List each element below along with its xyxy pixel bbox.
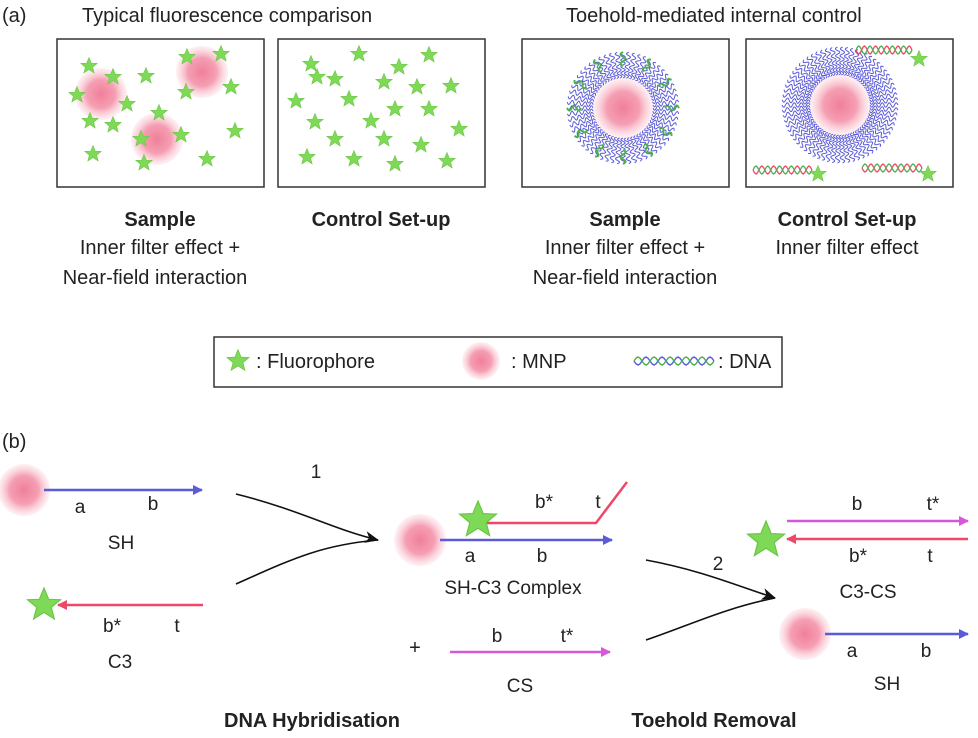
dna-corona bbox=[566, 51, 680, 165]
free-duplex-right bbox=[861, 163, 937, 182]
caption-line1-3: Inner filter effect + bbox=[545, 237, 705, 259]
sh-c3-complex: b* t a b SH-C3 Complex bbox=[394, 481, 628, 599]
dna-hybridisation-label: DNA Hybridisation bbox=[224, 710, 400, 732]
mnp-particle bbox=[0, 464, 50, 516]
c3cs-tstar: t* bbox=[927, 494, 940, 515]
caption-line2-3: Near-field interaction bbox=[533, 267, 718, 289]
mnp-particle bbox=[394, 514, 446, 566]
sh-out-name: SH bbox=[874, 674, 900, 695]
sh-strand-output: a b SH bbox=[779, 608, 969, 695]
left-header: Typical fluorescence comparison bbox=[82, 5, 372, 27]
cs-tstar: t* bbox=[561, 626, 574, 647]
free-duplex-top bbox=[855, 45, 928, 67]
domain-t: t bbox=[174, 616, 180, 637]
legend-mnp-icon bbox=[462, 342, 500, 380]
dna-corona bbox=[781, 46, 899, 164]
step-2-label: 2 bbox=[713, 554, 724, 575]
c3cs-name: C3-CS bbox=[839, 582, 896, 603]
sh-strand-left: a b SH bbox=[0, 464, 203, 554]
hybridisation-arrow: 1 bbox=[235, 462, 379, 585]
sh-out-a: a bbox=[847, 641, 858, 662]
cs-strand: + b t* CS bbox=[409, 626, 611, 697]
sh-name: SH bbox=[108, 533, 134, 554]
panel-b-label: (b) bbox=[2, 431, 26, 453]
typical-sample-box bbox=[56, 38, 265, 188]
c3cs-b: b bbox=[852, 494, 863, 515]
mnp-particle bbox=[779, 608, 831, 660]
complex-bstar: b* bbox=[535, 492, 554, 513]
c3-name: C3 bbox=[108, 652, 132, 673]
caption-line2-1: Near-field interaction bbox=[63, 267, 248, 289]
caption-title-4: Control Set-up bbox=[778, 209, 917, 231]
caption-line1-4: Inner filter effect bbox=[775, 237, 918, 259]
step-1-label: 1 bbox=[311, 462, 322, 483]
toehold-removal-label: Toehold Removal bbox=[631, 710, 796, 732]
domain-a: a bbox=[75, 497, 86, 518]
complex-a: a bbox=[465, 546, 476, 567]
legend-dna-icon bbox=[633, 356, 715, 366]
legend-dna-label: : DNA bbox=[718, 351, 772, 373]
caption-line1-1: Inner filter effect + bbox=[80, 237, 240, 259]
legend-fluorophore-label: : Fluorophore bbox=[256, 351, 375, 373]
toehold-control-box bbox=[745, 38, 954, 188]
caption-title-2: Control Set-up bbox=[312, 209, 451, 231]
right-header: Toehold-mediated internal control bbox=[566, 5, 862, 27]
c3-strand-left: b* t C3 bbox=[26, 587, 203, 673]
toehold-sample-box bbox=[521, 38, 730, 188]
c3cs-bstar: b* bbox=[849, 546, 868, 567]
cs-name: CS bbox=[507, 676, 533, 697]
caption-title-3: Sample bbox=[589, 209, 660, 231]
mnp-particle bbox=[131, 113, 183, 165]
cs-b: b bbox=[492, 626, 503, 647]
c3cs-t: t bbox=[927, 546, 933, 567]
legend-mnp-label: : MNP bbox=[511, 351, 567, 373]
caption-title-1: Sample bbox=[124, 209, 195, 231]
mnp-particle bbox=[810, 75, 870, 135]
complex-b: b bbox=[537, 546, 548, 567]
legend: : Fluorophore : MNP : DNA bbox=[213, 336, 783, 388]
panel-a-label: (a) bbox=[2, 5, 26, 27]
complex-name: SH-C3 Complex bbox=[444, 578, 582, 599]
toehold-removal-arrow: 2 bbox=[645, 554, 776, 641]
free-duplex-left bbox=[752, 165, 827, 182]
domain-b: b bbox=[148, 494, 159, 515]
mnp-particle bbox=[593, 78, 653, 138]
sh-out-b: b bbox=[921, 641, 932, 662]
typical-control-box bbox=[277, 38, 486, 188]
c3-cs-duplex: b t* b* t C3-CS bbox=[746, 494, 969, 603]
plus-sign: + bbox=[409, 637, 421, 659]
domain-bstar: b* bbox=[103, 616, 122, 637]
complex-t: t bbox=[595, 492, 601, 513]
